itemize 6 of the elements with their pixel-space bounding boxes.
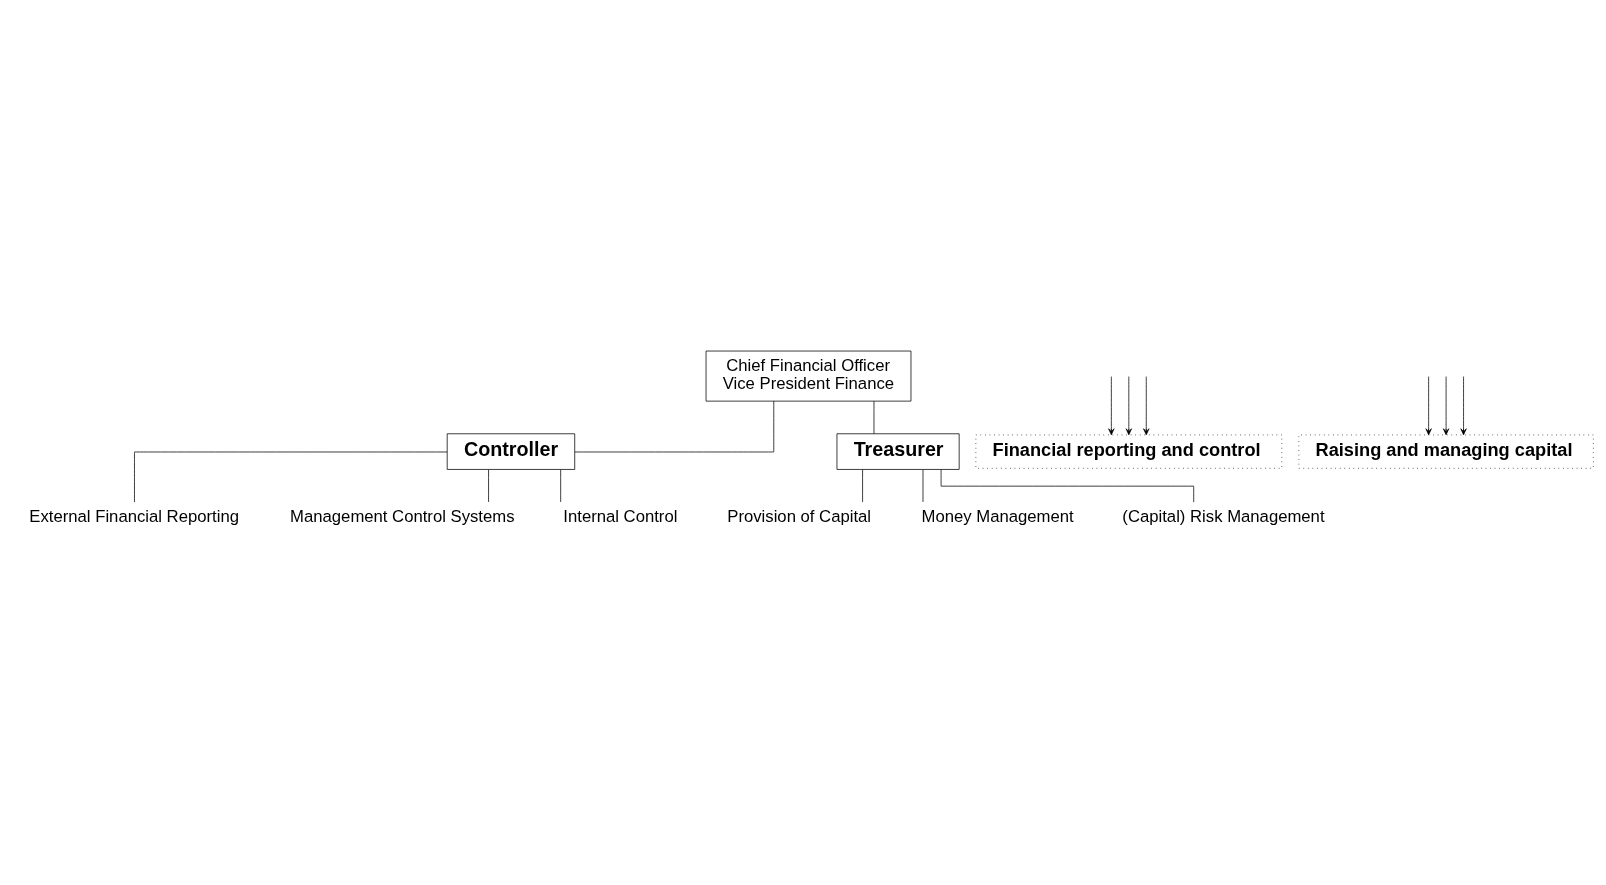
node-text: Management Control Systems	[290, 507, 515, 527]
node-text: Money Management	[921, 507, 1074, 527]
node-text: Internal Control	[563, 507, 678, 527]
node-text: (Capital) Risk Management	[1122, 507, 1325, 527]
node-text: Provision of Capital	[727, 507, 872, 527]
node-text: External Financial Reporting	[29, 507, 239, 527]
